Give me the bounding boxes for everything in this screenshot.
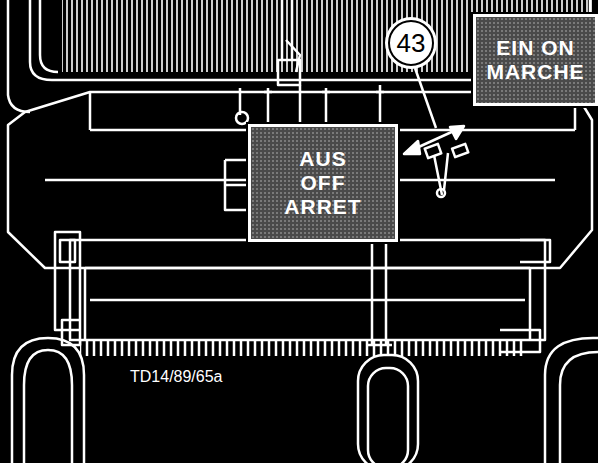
lever-handle [425, 144, 442, 158]
lever-handle [452, 144, 468, 157]
right-wheel-rim [560, 352, 598, 463]
lever-pivot [437, 189, 445, 197]
side-bracket [225, 160, 248, 210]
grille-inner [40, 0, 58, 72]
left-wheel [12, 338, 84, 463]
left-wheel-rim [24, 350, 72, 463]
sign-text: EIN ON MARCHE [486, 36, 584, 84]
hood-outline [8, 0, 30, 112]
brush-inner [85, 268, 530, 340]
callout-circle: 43 [388, 20, 434, 66]
sign-text: AUS OFF ARRET [284, 147, 361, 219]
drawing-number: TD14/89/65a [128, 368, 225, 386]
sign-text: 43 [397, 29, 426, 57]
brush-bristles [80, 340, 525, 356]
caster-wheel [358, 355, 418, 463]
leader-line [415, 68, 436, 128]
brush-line [90, 299, 525, 302]
off-sign: AUS OFF ARRET [248, 124, 398, 242]
steering-column [278, 0, 300, 85]
side-plate [500, 240, 550, 352]
arrowheads [404, 126, 464, 154]
lever [300, 85, 330, 125]
lever [236, 88, 248, 124]
brush-housing [70, 240, 545, 340]
on-sign: EIN ON MARCHE [473, 14, 598, 106]
caster-post [366, 240, 392, 345]
caster-tire [368, 368, 408, 463]
lever [264, 88, 272, 125]
column-bracket [286, 40, 300, 72]
lever [376, 85, 384, 125]
right-wheel [545, 338, 598, 463]
side-plate [55, 232, 80, 345]
